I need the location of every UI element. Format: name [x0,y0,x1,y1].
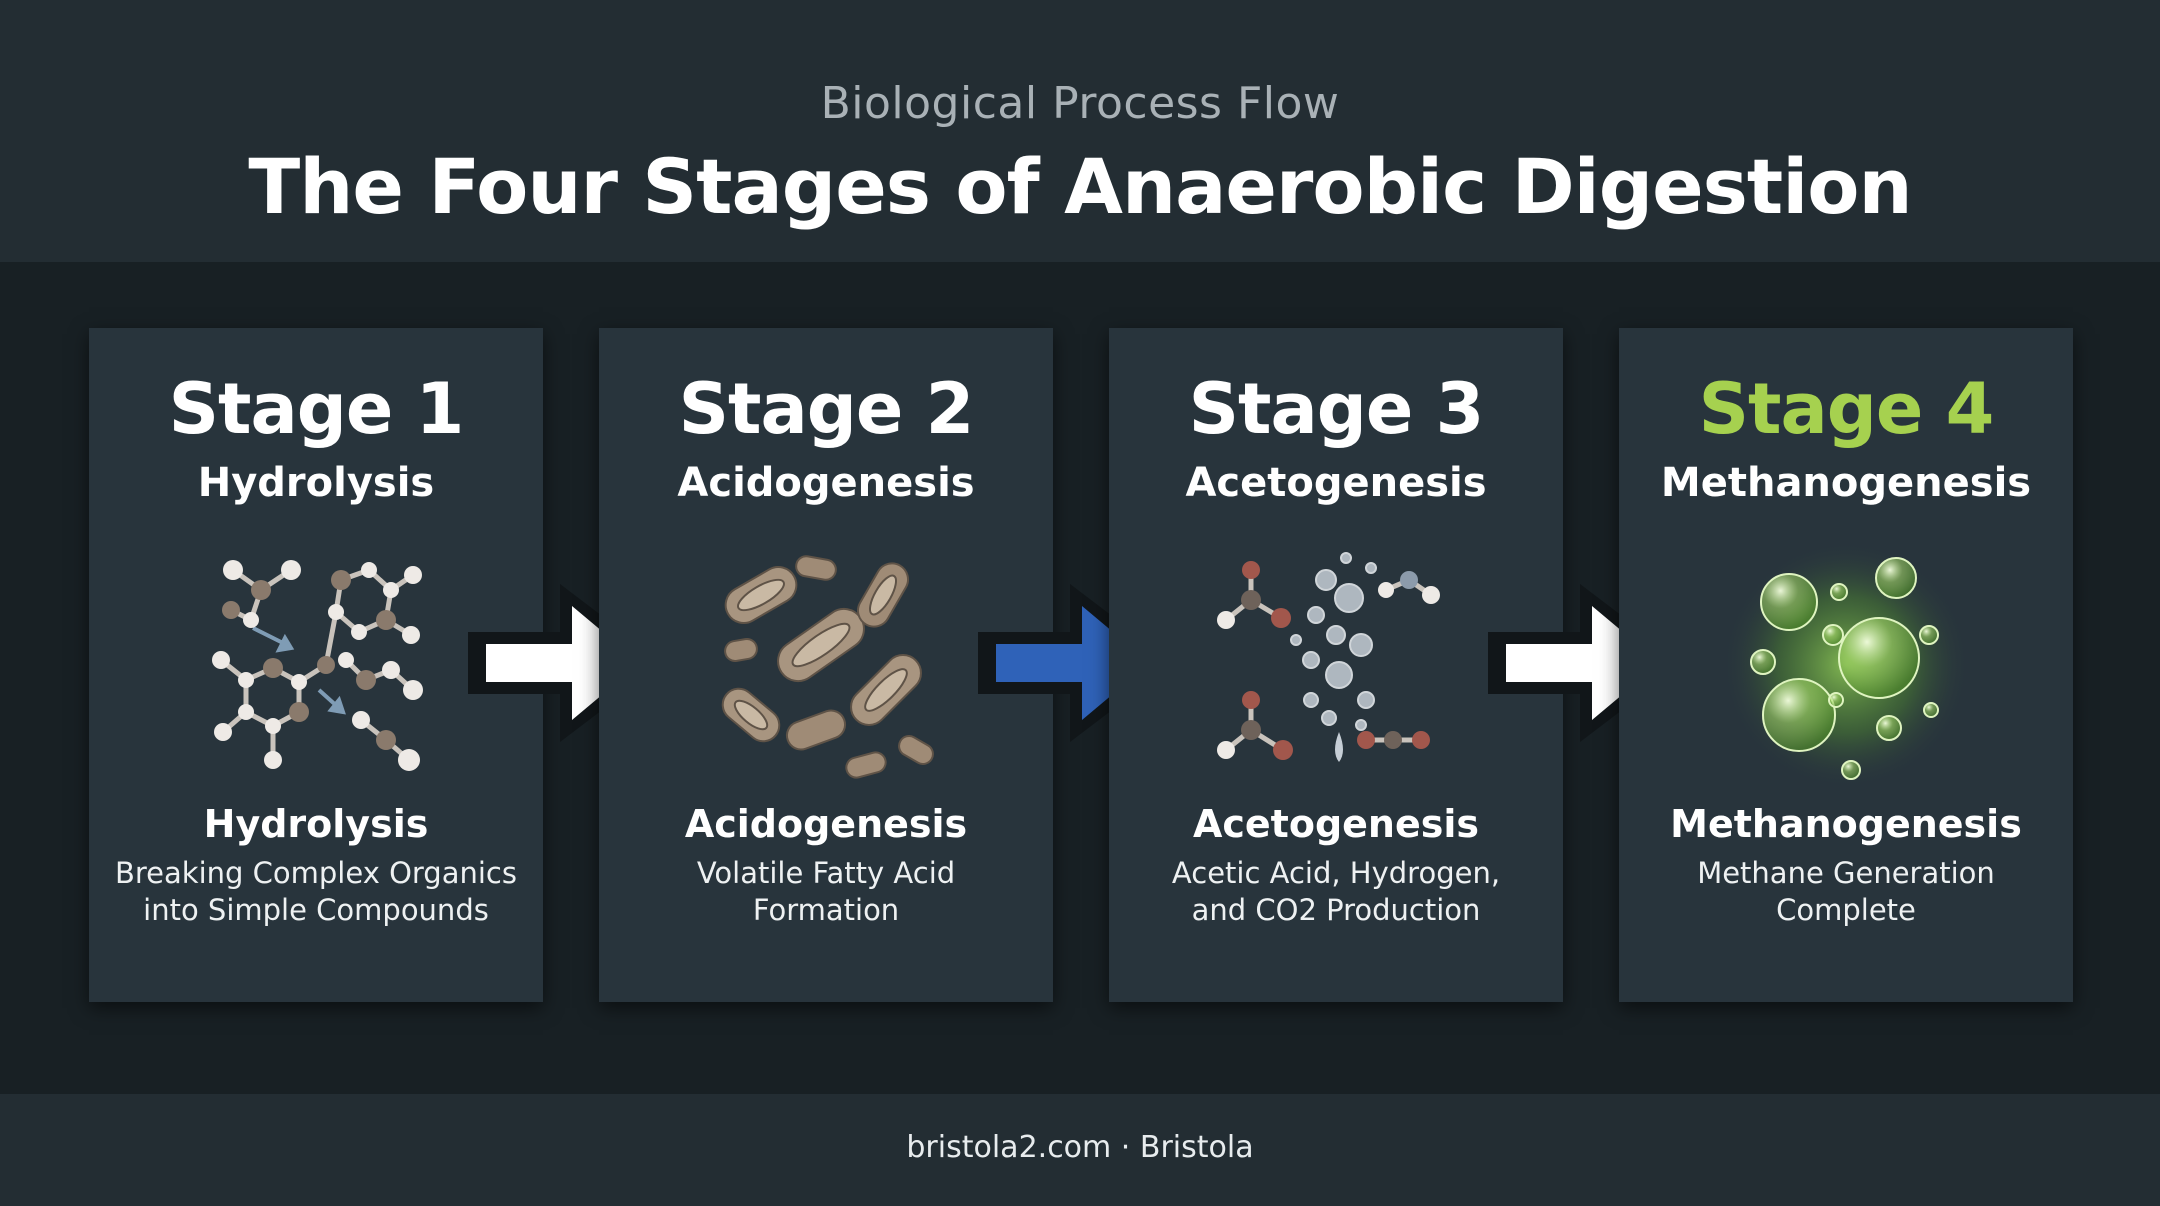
stage-card-4: Stage 4 Methanogenesis Methanogenesis Me… [1619,328,2073,1002]
stage-card-2: Stage 2 Acidogenesis Acidogenesis Volati… [599,328,1053,1002]
stage-name: Acidogenesis [677,460,975,506]
stage-description-title: Methanogenesis [1670,802,2022,846]
stage-description-line-1: Acetic Acid, Hydrogen, [1171,856,1501,890]
bacteria-icon [721,555,934,779]
stage-description-line-1: Methane Generation [1697,856,1995,890]
stage-description-line-2: and CO2 Production [1191,893,1481,927]
stage-description-line-1: Breaking Complex Organics [115,856,517,890]
footer-credit: bristola2.com · Bristola [906,1130,1254,1165]
stage-number: Stage 3 [1188,368,1485,450]
acetic-acid-molecules-icon [1217,552,1440,762]
stage-name: Methanogenesis [1660,460,2032,506]
stage-description-title: Hydrolysis [203,802,429,846]
stage-description-line-2: Formation [752,893,900,927]
stage-description-line-2: Complete [1776,893,1916,927]
stage-card-3: Stage 3 Acetogenesis Acetogenesis Acetic… [1109,328,1563,1002]
stage-description-title: Acidogenesis [684,802,968,846]
page-title: The Four Stages of Anaerobic Digestion [248,142,1912,231]
stage-description-line-2: into Simple Compounds [143,893,489,927]
stage-name: Acetogenesis [1185,460,1487,506]
methane-bubbles-icon [1721,540,1971,790]
stage-number: Stage 2 [678,368,975,450]
header: Biological Process Flow The Four Stages … [0,0,2160,262]
stage-description-line-1: Volatile Fatty Acid [696,856,956,890]
stage-number: Stage 1 [168,368,465,450]
stage-description-title: Acetogenesis [1192,802,1480,846]
footer: bristola2.com · Bristola [0,1094,2160,1206]
molecule-chain-icon [212,560,423,771]
page-subtitle: Biological Process Flow [820,78,1340,129]
stage-card-1: Stage 1 Hydrolysis [89,328,543,1002]
stage-number: Stage 4 [1698,368,1995,450]
stage-name: Hydrolysis [197,460,435,506]
